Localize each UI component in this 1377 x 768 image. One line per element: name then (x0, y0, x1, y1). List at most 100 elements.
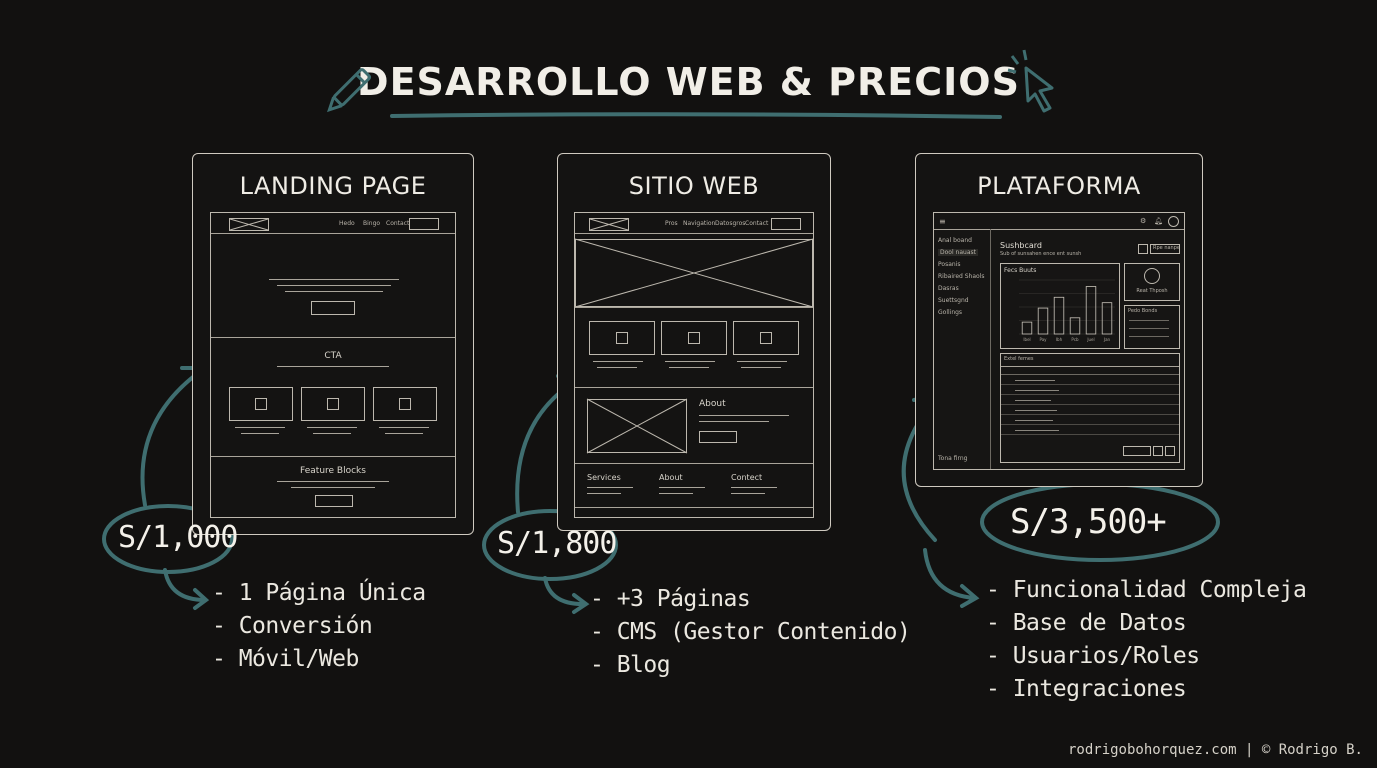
footer-col-label: Services (587, 473, 621, 482)
globe-icon (1144, 268, 1160, 284)
feature-item: - Conversión (212, 613, 373, 639)
feature-item: - CMS (Gestor Contenido) (590, 619, 911, 645)
text-line (1015, 410, 1057, 411)
feature-card (229, 387, 293, 421)
table-row (1001, 434, 1179, 435)
cursor-icon (1007, 49, 1054, 113)
feature-item: - Blog (590, 652, 671, 678)
divider (575, 463, 813, 464)
text-line (737, 361, 787, 362)
nav-link: Datosgros (715, 220, 746, 227)
footer-credit: rodrigobohorquez.com | © Rodrigo B. (1067, 742, 1363, 758)
sidebar-item: Gollings (938, 309, 963, 316)
divider (575, 307, 813, 308)
text-line (1129, 328, 1169, 329)
sidebar-item: Dool nauast (938, 249, 978, 256)
chart-bar (1101, 302, 1113, 335)
feature-card (733, 321, 799, 355)
footer-col-label: About (659, 473, 683, 482)
price-ellipse-2 (482, 509, 618, 581)
dashboard-title: Sushbcard (1000, 241, 1042, 250)
card-title: PLATAFORMA (977, 172, 1141, 200)
text-line (1015, 380, 1055, 381)
nav-link: Contact (745, 220, 769, 227)
card-plataforma: PLATAFORMA ≡ ⚙ 🔔︎ Anal boand Dool nauast… (915, 153, 1203, 487)
title-underline (390, 112, 1002, 119)
features-landing: - 1 Página Única - Conversión - Móvil/We… (212, 577, 426, 676)
feature-item: - Usuarios/Roles (986, 643, 1200, 669)
chart-tick-label: Pay (1039, 337, 1047, 342)
chart-tick-label: Pcb (1071, 337, 1079, 342)
text-line (285, 291, 383, 292)
table-row (1001, 404, 1179, 405)
pagination-prev (1153, 446, 1163, 456)
text-line (1015, 430, 1059, 431)
table-row (1001, 374, 1179, 375)
text-line (669, 367, 709, 368)
divider (1001, 366, 1179, 367)
feature-item: - 1 Página Única (212, 580, 426, 606)
pedo-panel: Pedo Bonds (1124, 305, 1180, 349)
menu-icon: ≡ (939, 217, 946, 226)
sidebar-item: Ribaired Shaols (938, 273, 985, 280)
sidebar-item: Posanis (938, 261, 961, 268)
nav-link: Contact (386, 220, 410, 227)
wireframe-sitio: Pros Navigation Datosgros Contact About (574, 212, 814, 518)
text-line (291, 487, 375, 488)
text-line (597, 367, 637, 368)
price-plataforma: S/3,500+ (1010, 502, 1167, 542)
nav-link: Bingo (363, 220, 381, 227)
divider (575, 387, 813, 388)
sidebar-footer: Tona firng (938, 455, 968, 462)
text-line (277, 481, 389, 482)
feature-item: - Móvil/Web (212, 646, 359, 672)
text-line (277, 285, 391, 286)
wireframe-dashboard: ≡ ⚙ 🔔︎ Anal boand Dool nauast Posanis Ri… (933, 212, 1185, 470)
feature-card (301, 387, 365, 421)
settings-icon: ⚙ (1140, 217, 1147, 225)
feature-blocks-label: Feature Blocks (300, 466, 366, 476)
text-line (593, 361, 643, 362)
about-button (699, 431, 737, 443)
text-line (241, 433, 279, 434)
divider (575, 233, 813, 234)
table-row (1001, 394, 1179, 395)
text-line (277, 366, 389, 367)
feature-item: - +3 Páginas (590, 586, 751, 612)
hero-button (311, 301, 355, 315)
text-line (1129, 336, 1169, 337)
text-line (1015, 400, 1051, 401)
features-sitio: - +3 Páginas - CMS (Gestor Contenido) - … (590, 583, 911, 682)
text-line (731, 493, 765, 494)
avatar (1168, 216, 1179, 227)
feature-item: - Funcionalidad Compleja (986, 577, 1307, 603)
chart-bar (1037, 307, 1049, 335)
text-line (659, 487, 705, 488)
price-sitio: S/1,800 (497, 526, 617, 561)
widget-label: Reat Thposh (1136, 288, 1168, 294)
pedo-title: Pedo Bonds (1128, 308, 1158, 314)
text-line (665, 361, 715, 362)
divider (934, 229, 1184, 230)
text-line (235, 427, 285, 428)
nav-button (771, 218, 801, 230)
feature-card (661, 321, 727, 355)
footer-button (315, 495, 353, 507)
chart-tick-label: Juel (1086, 337, 1094, 342)
sidebar: Anal boand Dool nauast Posanis Ribaired … (934, 229, 991, 469)
card-sitio-web: SITIO WEB Pros Navigation Datosgros Cont… (557, 153, 831, 531)
hero-image-placeholder (574, 238, 814, 308)
price-landing: S/1,000 (118, 520, 238, 555)
text-line (699, 415, 789, 416)
nav-link: Navigation (683, 220, 716, 227)
text-line (1129, 320, 1169, 321)
chart-title: Fecs Buuts (1004, 267, 1037, 274)
card-title: SITIO WEB (628, 172, 760, 200)
feature-item: - Integraciones (986, 676, 1187, 702)
feature-item: - Base de Datos (986, 610, 1187, 636)
divider (575, 507, 813, 508)
chart-bar (1053, 296, 1065, 335)
